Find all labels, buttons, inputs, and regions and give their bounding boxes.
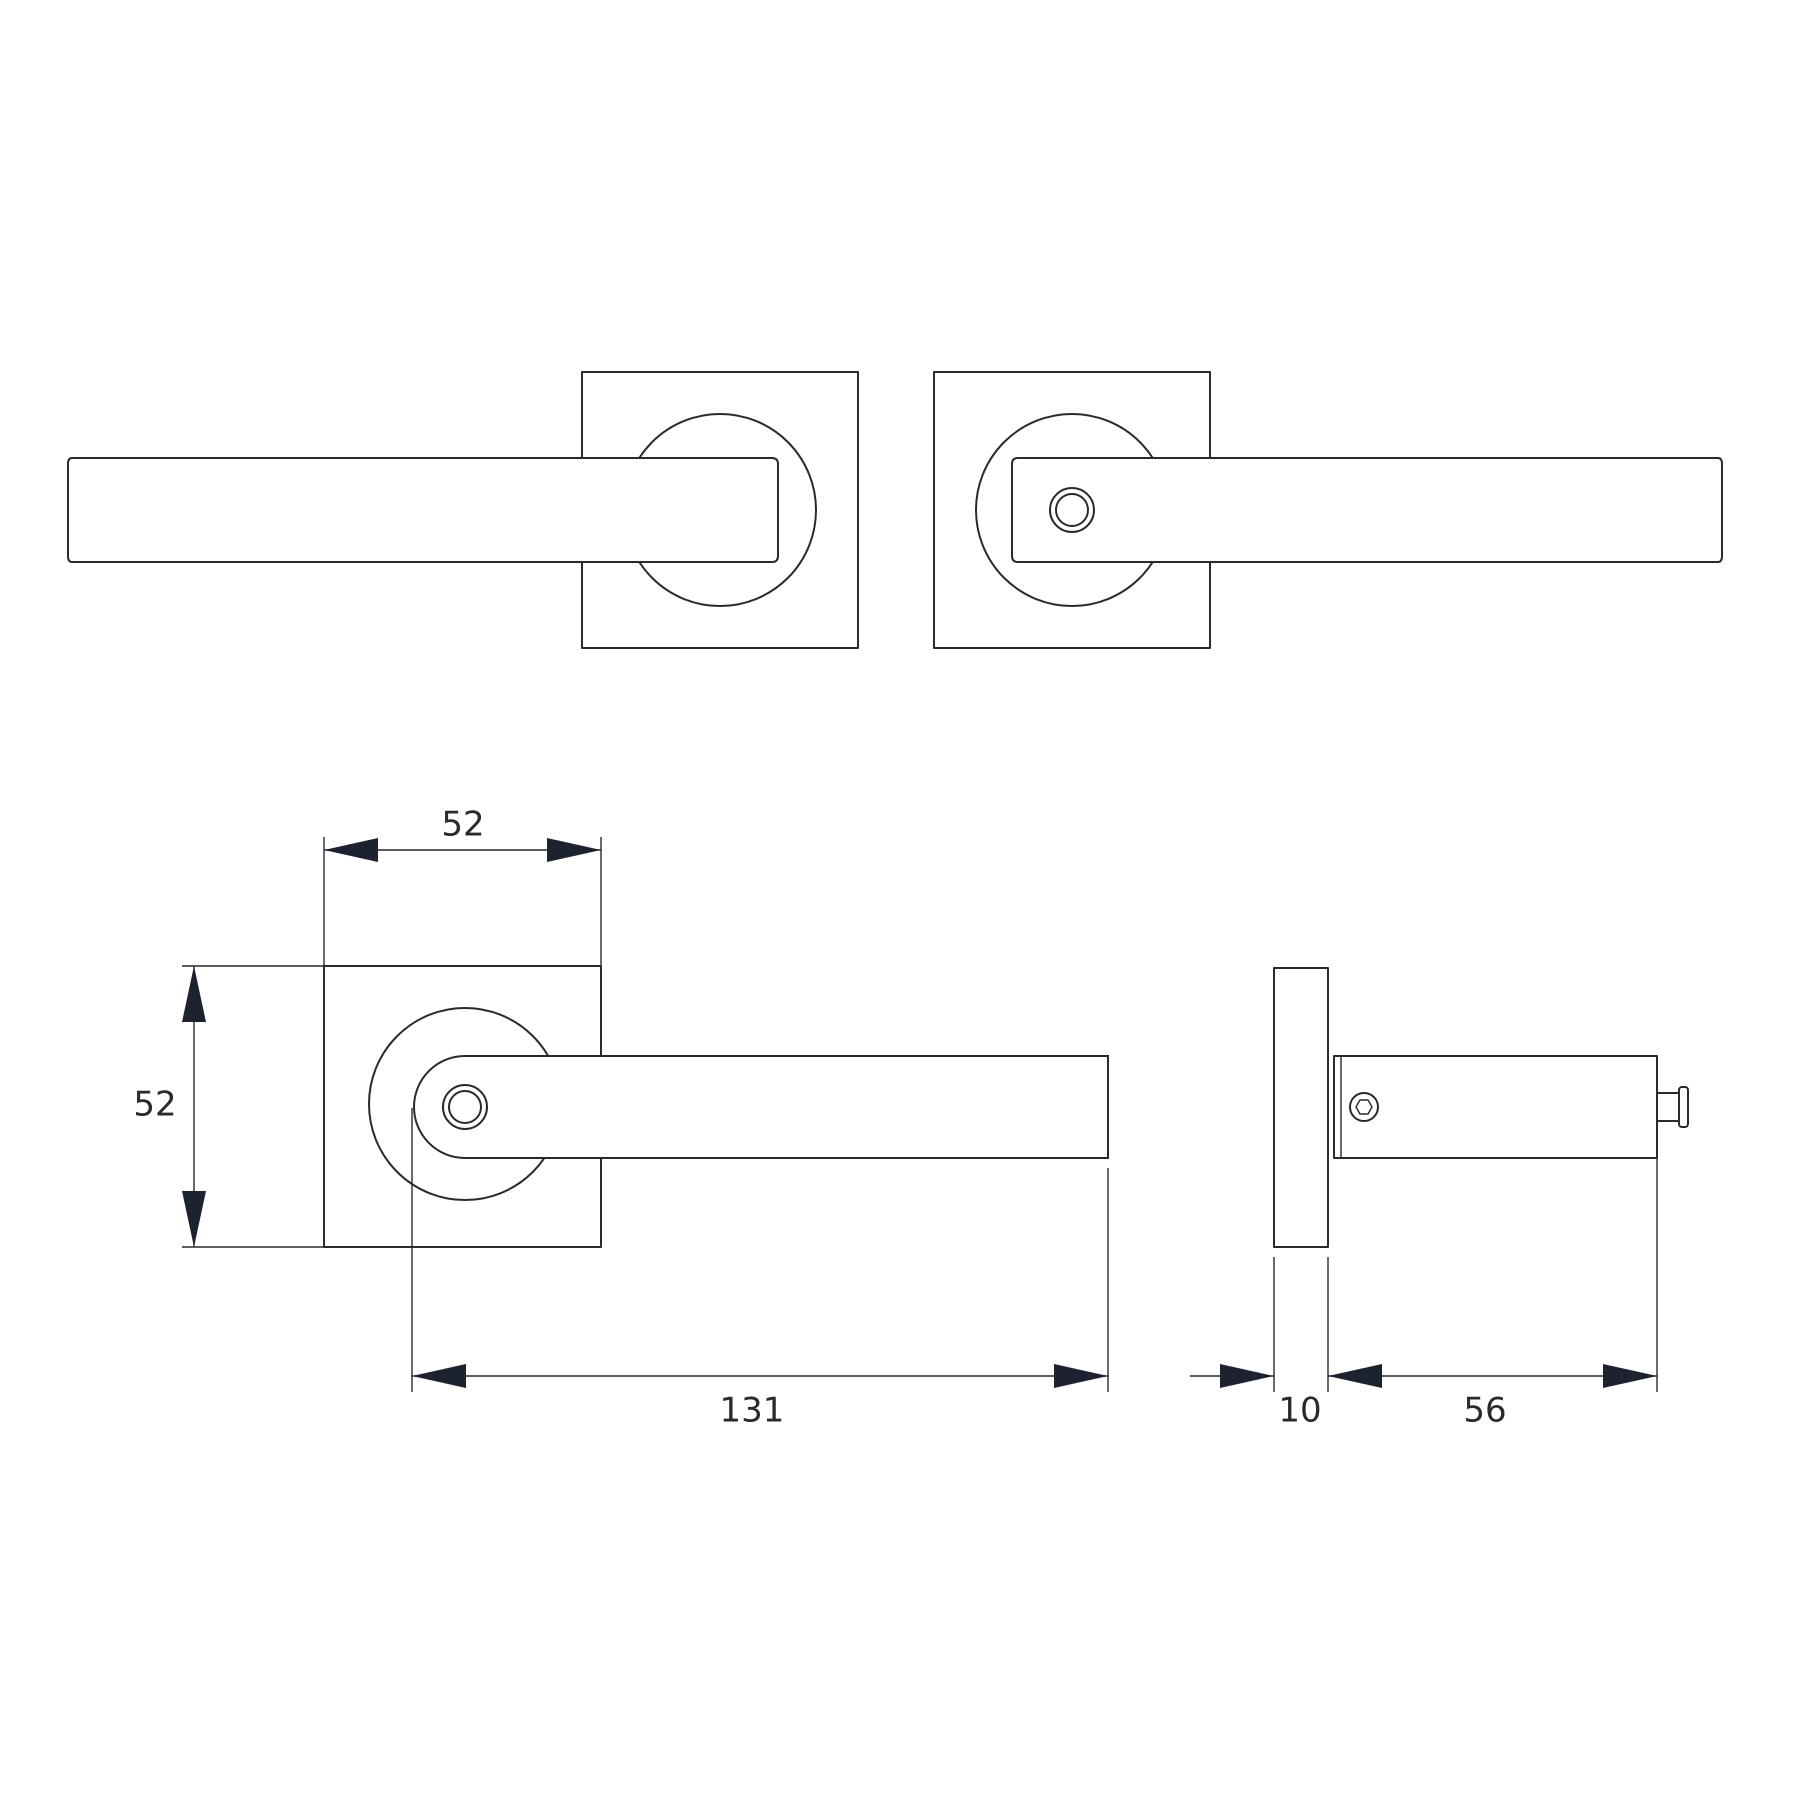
- dimension-label-lever-projection: 56: [1463, 1391, 1506, 1431]
- dimension-lever-projection: 56: [1328, 1158, 1658, 1431]
- top-right-lever-assembly: [933, 371, 1723, 649]
- arrowhead: [412, 1364, 466, 1388]
- arrowhead: [547, 838, 601, 862]
- arrowhead: [182, 966, 206, 1022]
- dimension-rose-height: 52: [133, 965, 324, 1248]
- front-grub-screw-inner: [448, 1090, 482, 1124]
- dimension-label-rose-width: 52: [441, 805, 484, 845]
- right-grub-screw-inner: [1055, 493, 1089, 527]
- dimension-rose-width: 52: [323, 805, 602, 966]
- side-spindle-tip: [1678, 1086, 1689, 1128]
- right-lever-handle: [1011, 457, 1723, 563]
- top-left-lever-assembly: [67, 371, 859, 649]
- side-rose-plate: [1273, 967, 1329, 1248]
- arrowhead: [1603, 1364, 1657, 1388]
- front-view: [323, 965, 1109, 1248]
- side-lever-body: [1333, 1055, 1658, 1159]
- dimension-label-rose-height: 52: [133, 1085, 176, 1125]
- arrowhead: [1328, 1364, 1382, 1388]
- arrowhead: [324, 838, 378, 862]
- arrowhead: [1220, 1364, 1274, 1388]
- dimension-lever-length: 131: [411, 1108, 1109, 1431]
- arrowhead: [1054, 1364, 1108, 1388]
- hex-socket-icon: [1355, 1099, 1373, 1115]
- front-lever-handle: [413, 1055, 1109, 1159]
- dimension-label-rose-depth: 10: [1278, 1391, 1321, 1431]
- arrowhead: [182, 1191, 206, 1247]
- side-spindle-stub: [1656, 1092, 1680, 1122]
- side-grub-screw-head: [1349, 1092, 1379, 1122]
- right-grub-screw-outer: [1049, 487, 1095, 533]
- left-lever-handle: [67, 457, 779, 563]
- side-view: [1273, 967, 1689, 1248]
- front-grub-screw-outer: [442, 1084, 488, 1130]
- dimension-label-lever-length: 131: [720, 1391, 785, 1431]
- dimension-rose-depth: 10: [1190, 1257, 1329, 1431]
